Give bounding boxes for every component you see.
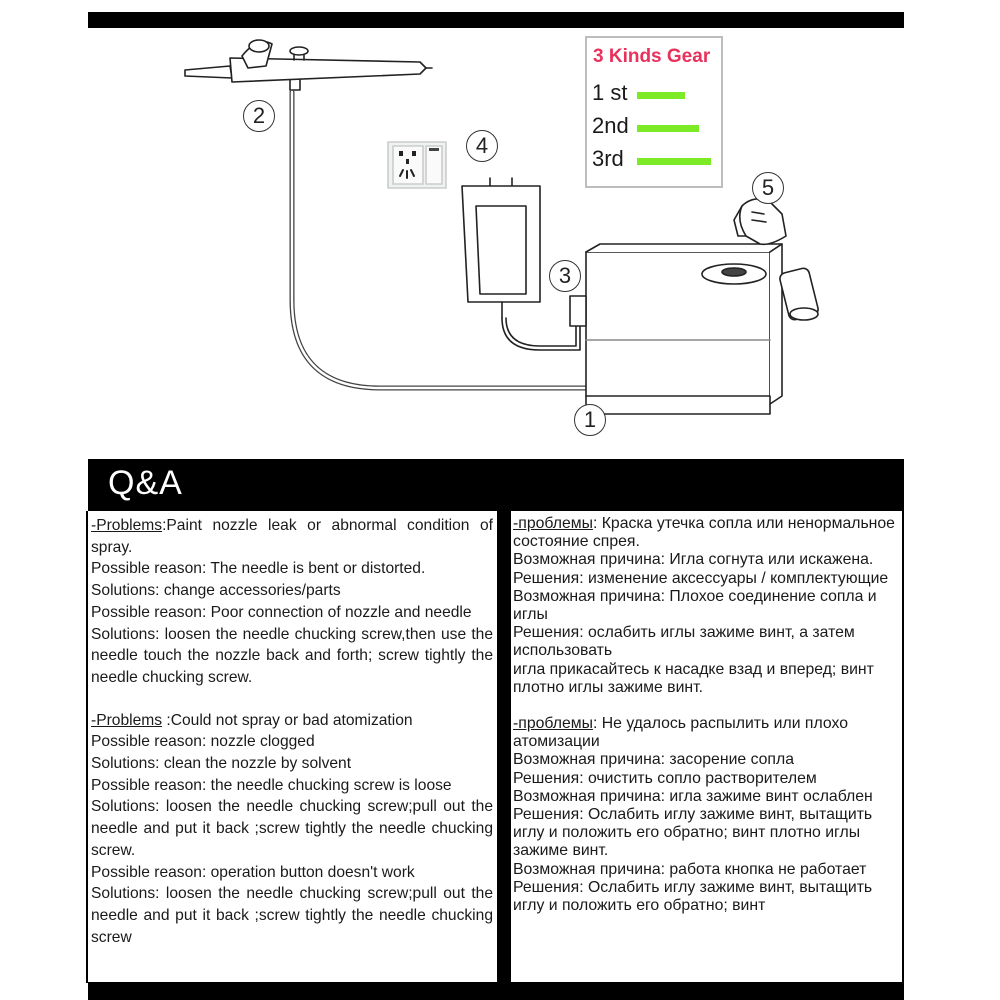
callout-1: 1 bbox=[574, 404, 606, 436]
callout-2: 2 bbox=[243, 100, 275, 132]
ru-solution-2-1: Решения: очистить сопло растворителем bbox=[513, 769, 817, 787]
qa-russian-column: -проблемы: Краска утечка сопла или ненор… bbox=[513, 515, 903, 915]
gear-legend: 3 Kinds Gear 1 st 2nd 3rd bbox=[585, 36, 723, 188]
ru-problem-2: -проблемы: Не удалось распылить или плох… bbox=[513, 715, 848, 751]
gear-3-bar bbox=[637, 158, 711, 165]
en-reason-1-2: Possible reason: Poor connection of nozz… bbox=[91, 603, 472, 621]
panel-left-border bbox=[86, 511, 88, 983]
gear-3-label: 3rd bbox=[592, 146, 624, 171]
en-solution-1-1: Solutions: change accessories/parts bbox=[91, 582, 341, 600]
callout-4: 4 bbox=[466, 130, 498, 162]
airbrush-gun bbox=[184, 39, 433, 91]
gear-legend-title: 3 Kinds Gear bbox=[593, 46, 711, 67]
gear-1-bar bbox=[637, 92, 685, 99]
ru-reason-1-1: Возможная причина: Игла согнута или иска… bbox=[513, 551, 874, 569]
gear-1-label: 1 st bbox=[592, 80, 628, 105]
en-problem-2: -Problems :Could not spray or bad atomiz… bbox=[91, 711, 413, 729]
callout-5: 5 bbox=[752, 172, 784, 204]
ru-solution-1-2b: игла прикасайтесь к насадке взад и впере… bbox=[513, 660, 874, 696]
en-solution-2-3: Solutions: loosen the needle chucking sc… bbox=[91, 885, 493, 946]
ru-reason-2-1: Возможная причина: засорение сопла bbox=[513, 751, 794, 769]
en-solution-1-2: Solutions: loosen the needle chucking sc… bbox=[91, 625, 493, 686]
top-banner-bar bbox=[88, 12, 904, 28]
callout-3: 3 bbox=[549, 260, 581, 292]
ru-solution-1-1: Решения: изменение аксессуары / комплект… bbox=[513, 569, 889, 587]
ru-reason-2-2: Возможная причина: игла зажиме винт осла… bbox=[513, 787, 873, 805]
en-reason-1-1: Possible reason: The needle is bent or d… bbox=[91, 560, 426, 578]
en-problem-1: -Problems:Paint nozzle leak or abnormal … bbox=[91, 517, 493, 556]
bottom-banner-bar bbox=[88, 982, 904, 1000]
panel-right-border bbox=[902, 511, 904, 983]
power-adapter bbox=[461, 177, 581, 351]
en-solution-2-2: Solutions: loosen the needle chucking sc… bbox=[91, 798, 493, 859]
en-reason-2-1: Possible reason: nozzle clogged bbox=[91, 733, 315, 751]
gear-2-bar bbox=[637, 125, 699, 132]
qa-english-column: -Problems:Paint nozzle leak or abnormal … bbox=[91, 515, 493, 948]
en-reason-2-3: Possible reason: operation button doesn'… bbox=[91, 863, 415, 881]
gear-2-label: 2nd bbox=[592, 113, 629, 138]
air-hose bbox=[289, 89, 588, 391]
pressing-hand bbox=[733, 198, 787, 246]
ru-reason-1-2: Возможная причина: Плохое соединение соп… bbox=[513, 587, 877, 624]
ru-problem-1: -проблемы: Краска утечка сопла или ненор… bbox=[513, 515, 895, 551]
qa-header-bar: Q&A bbox=[88, 459, 904, 511]
ru-solution-2-3: Решения: Ослабить иглу зажиме винт, выта… bbox=[513, 878, 873, 915]
qa-heading: Q&A bbox=[108, 464, 183, 502]
en-reason-2-2: Possible reason: the needle chucking scr… bbox=[91, 776, 452, 794]
panel-center-divider bbox=[497, 511, 511, 983]
ru-solution-2-2: Решения: Ослабить иглу зажиме винт, выта… bbox=[513, 806, 873, 860]
en-solution-2-1: Solutions: clean the nozzle by solvent bbox=[91, 755, 352, 773]
compressor-unit bbox=[569, 243, 819, 415]
wall-socket bbox=[387, 141, 447, 189]
airbrush-kit-diagram bbox=[184, 39, 819, 415]
ru-reason-2-3: Возможная причина: работа кнопка не рабо… bbox=[513, 860, 867, 878]
ru-solution-1-2: Решения: ослабить иглы зажиме винт, а за… bbox=[513, 624, 855, 660]
